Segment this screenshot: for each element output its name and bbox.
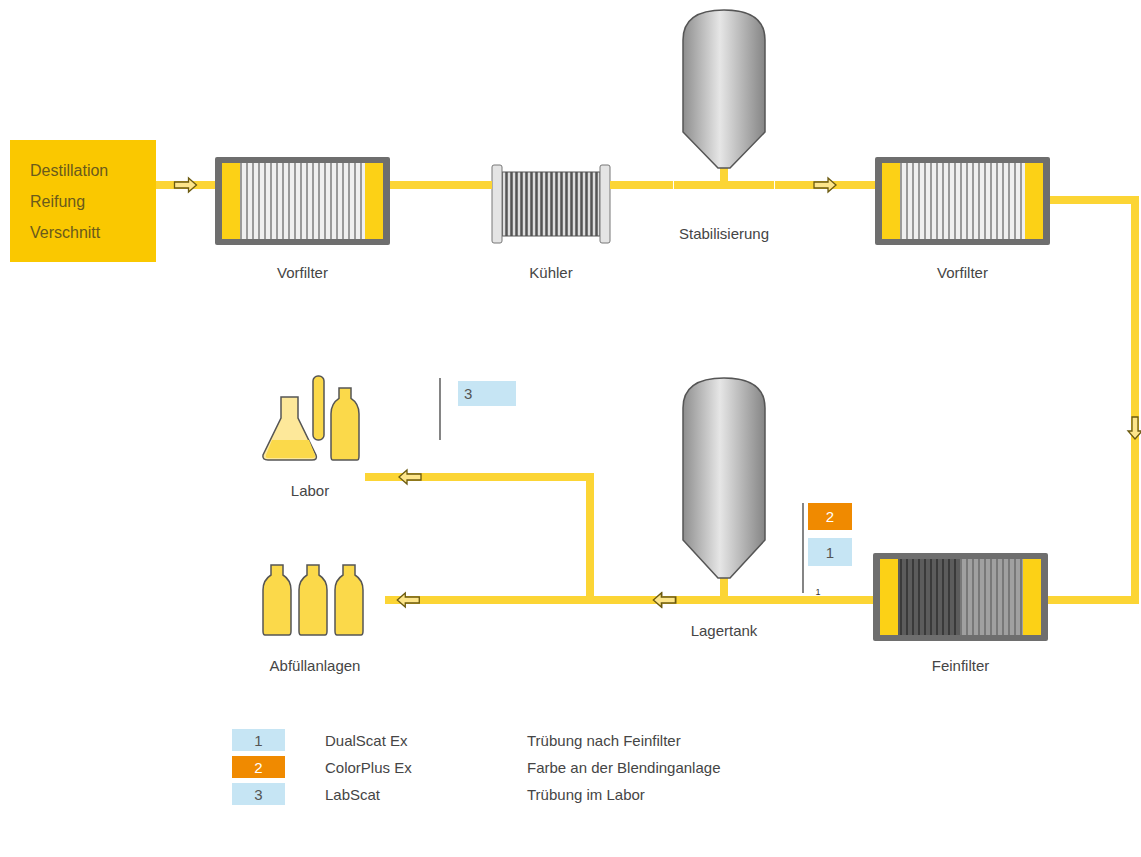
pipe-connector-group (610, 185, 673, 186)
tank-unit: Stabilisierung (673, 8, 775, 244)
arrow-head (175, 178, 197, 192)
callout-number: 1 (812, 586, 824, 598)
legend-description: Trübung im Labor (527, 783, 787, 805)
pipe-connector (772, 596, 873, 604)
pipe-connector-group (385, 593, 676, 607)
filter-unit: Vorfilter (875, 157, 1050, 283)
pipe-connector-group (775, 178, 875, 192)
node-label: Labor (289, 481, 331, 501)
arrow-head (814, 178, 836, 192)
arrow-head (653, 593, 675, 607)
filter-unit: Vorfilter (215, 157, 390, 283)
cooler-unit: Kühler (492, 160, 610, 283)
node-label: Abfüllanlagen (268, 656, 363, 676)
node-label: Vorfilter (275, 263, 330, 283)
legend-text: LabScat (325, 783, 380, 805)
arrow-head (399, 470, 421, 484)
callout-number: 1 (808, 538, 852, 566)
node-label: Vorfilter (935, 263, 990, 283)
legend-text: ColorPlus Ex (325, 756, 412, 778)
pipe-connector-group (156, 178, 215, 192)
legend-description: Farbe an der Blendinganlage (527, 756, 787, 778)
pipe-connector-group (1048, 200, 1141, 600)
filling-unit: Abfüllanlagen (245, 560, 385, 676)
pipe-connector (365, 477, 676, 600)
node-label: Feinfilter (930, 656, 992, 676)
pipe-connector (385, 596, 676, 604)
tank-unit: Lagertank (676, 376, 772, 641)
pipe-connector (1048, 200, 1135, 600)
pipe-connector-group (390, 185, 492, 186)
pipe-connector-group (772, 600, 873, 601)
legend-number: 3 (232, 783, 285, 805)
legend-description: Trübung nach Feinfilter (527, 729, 787, 751)
legend-number: 1 (232, 729, 285, 751)
callout-number: 3 (458, 381, 516, 406)
arrow-head (397, 593, 419, 607)
filter-unit: Feinfilter (873, 553, 1048, 676)
pipe-connector (610, 181, 673, 189)
source-box: Destillation Reifung Verschnitt (10, 140, 156, 262)
node-label: Lagertank (689, 621, 760, 641)
callout-number: 2 (808, 503, 852, 530)
legend-text: DualScat Ex (325, 729, 408, 751)
lab-unit: Labor (255, 370, 365, 501)
node-label: Stabilisierung (677, 224, 771, 244)
pipe-connector-group (365, 470, 676, 607)
legend-number: 2 (232, 756, 285, 778)
arrow-head (1128, 417, 1141, 439)
node-label: Destillation Reifung Verschnitt (30, 155, 130, 248)
node-label: Kühler (527, 263, 574, 283)
pipe-connector (390, 181, 492, 189)
arrow-head (654, 593, 676, 607)
